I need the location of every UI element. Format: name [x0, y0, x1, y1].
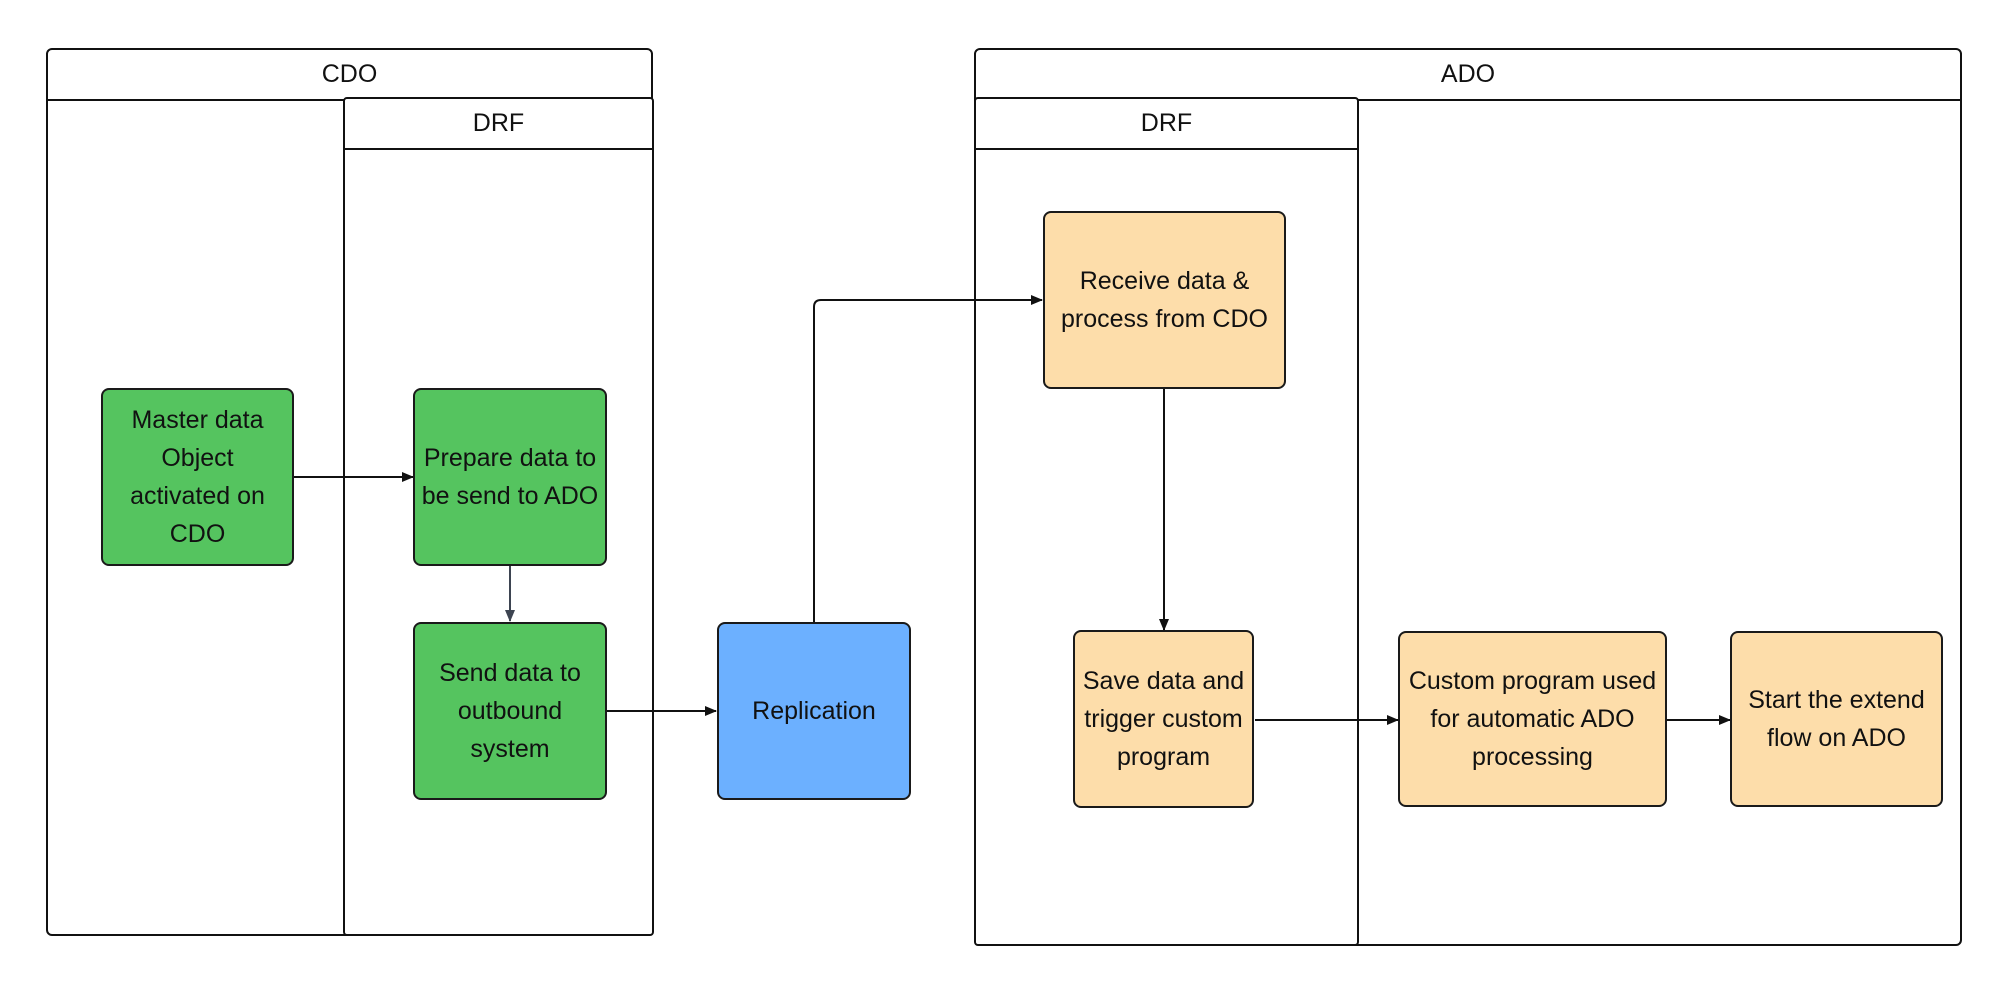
send-data-node[interactable]: Send data to outbound system	[413, 622, 607, 800]
master-data-node[interactable]: Master data Object activated on CDO	[101, 388, 294, 566]
ado-drf-lane-title: DRF	[976, 99, 1357, 150]
ado-pool-title: ADO	[976, 50, 1960, 101]
edge-replication-to-receive	[813, 295, 1043, 622]
custom-program-node[interactable]: Custom program used for automatic ADO pr…	[1398, 631, 1667, 807]
replication-node[interactable]: Replication	[717, 622, 911, 800]
prepare-data-node[interactable]: Prepare data to be send to ADO	[413, 388, 607, 566]
cdo-drf-lane-title: DRF	[345, 99, 652, 150]
receive-data-node[interactable]: Receive data & process from CDO	[1043, 211, 1286, 389]
save-data-node[interactable]: Save data and trigger custom program	[1073, 630, 1254, 808]
start-extend-node[interactable]: Start the extend flow on ADO	[1730, 631, 1943, 807]
